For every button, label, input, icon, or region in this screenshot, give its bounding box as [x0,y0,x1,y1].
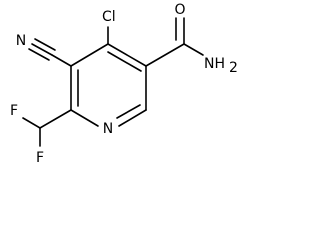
atom-label-fluoro-bottom: F [36,150,44,166]
bond-nitrile-triple-lower [28,48,50,61]
bond-amide-c-n [183,43,204,56]
bond-c5-nitrile-c [51,54,72,67]
bond-ring-c5-c4 [70,43,109,67]
bond-c6-chf2 [39,109,72,129]
atom-label-chloro: Cl [102,9,116,25]
bond-ring-n1-c6 [70,109,99,127]
bond-c3-amide-c [145,43,185,67]
bond-ring-c2-n1 [118,109,147,127]
molecule-diagram: Cl O NH 2 N N F F [10,2,238,166]
bond-ring-c2-n1-double [116,104,141,119]
atom-label-ring-nitrogen: N [103,121,113,137]
bond-ring-c4-c3-double [107,51,142,72]
bond-ring-c4-c3 [107,43,147,67]
atom-label-amide-nitrogen: NH [204,56,225,72]
bond-chf2-f-top [22,117,41,129]
atom-label-amide-h-subscript: 2 [229,60,238,76]
atom-label-nitrile-nitrogen: N [16,33,26,49]
structure-canvas: Cl O NH 2 N N F F [9,2,238,166]
atom-label-amide-oxygen: O [174,2,185,18]
atom-label-fluoro-top: F [10,103,18,119]
bond-nitrile-triple-center [31,43,53,56]
bond-nitrile-triple-upper [34,38,56,51]
